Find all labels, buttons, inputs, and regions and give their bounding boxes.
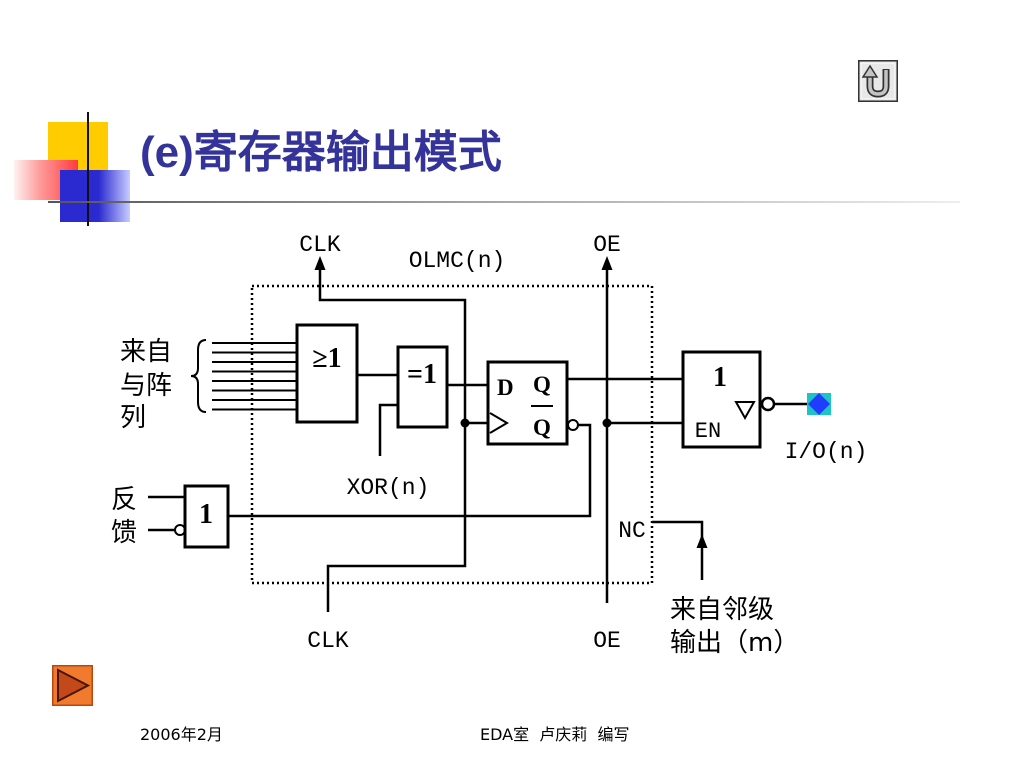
buffer-en-label: EN [695, 419, 721, 444]
clk-arrowhead [314, 256, 326, 270]
decor-vertical-rule [87, 112, 89, 226]
label-neighbor-line1: 来自邻级 [670, 595, 774, 625]
label-feedback-line1: 反 [111, 485, 137, 515]
buffer-triangle-symbol [734, 401, 756, 421]
label-and-array-line1: 来自 [120, 337, 172, 367]
title-underline-rule [48, 201, 960, 203]
next-slide-button[interactable] [52, 665, 93, 706]
ff-clock-triangle [489, 412, 509, 434]
buffer-output-bubble [760, 396, 776, 412]
xor-gate-label: =1 [407, 359, 437, 390]
olmc-boundary [250, 284, 654, 585]
label-oe-top: OE [593, 232, 621, 258]
ff-q-label: Q [533, 372, 551, 397]
label-nc: NC [618, 518, 646, 544]
return-button[interactable] [858, 60, 898, 102]
label-olmc: OLMC(n) [409, 248, 506, 274]
or-gate-label: ≥1 [312, 343, 341, 374]
decor-blue-square [60, 170, 130, 222]
play-triangle-icon [52, 665, 93, 706]
buffer-label: 1 [713, 362, 727, 393]
feedback-gate-label: 1 [199, 499, 213, 530]
tristate-buffer [681, 350, 762, 449]
slide-title-prefix: (e) [140, 128, 194, 177]
label-xor-input: XOR(n) [347, 475, 430, 501]
and-array-inputs [212, 342, 297, 411]
d-flip-flop [486, 360, 569, 446]
return-icon [858, 60, 898, 102]
or-gate [295, 323, 359, 424]
label-feedback-line2: 馈 [111, 518, 137, 548]
clk-wire [318, 266, 467, 612]
label-oe-bottom: OE [593, 628, 621, 654]
ff-qbar-label: Q [533, 415, 551, 440]
xor-gate [396, 345, 449, 429]
neighbor-input-arrowhead [696, 534, 708, 548]
qbar-inversion-bubble [567, 419, 579, 431]
oe-arrowhead [601, 256, 613, 270]
and-array-brace [190, 339, 207, 413]
label-clk-bottom: CLK [307, 628, 349, 654]
xor-control-wire [378, 403, 398, 456]
label-and-array-line2: 与阵 [120, 371, 172, 401]
footer-author: EDA室 卢庆莉 编写 [480, 725, 630, 744]
label-io-pin: I/O(n) [785, 439, 868, 465]
ff-d-label: D [497, 375, 514, 400]
slide-title-text: 寄存器输出模式 [193, 127, 502, 178]
slide-title: (e)寄存器输出模式 [140, 126, 502, 179]
qbar-feedback-wire [228, 423, 592, 518]
label-neighbor-line2: 输出（m） [670, 628, 799, 658]
clk-junction-dot [460, 418, 470, 428]
feedback-buffer-gate [183, 484, 230, 549]
footer-date: 2006年2月 [140, 725, 223, 744]
label-clk-top: CLK [299, 232, 341, 258]
label-and-array-line3: 列 [120, 403, 146, 433]
io-pin-diamond [808, 393, 830, 415]
oe-junction-dot [602, 418, 612, 428]
neighbor-input-wire [652, 520, 704, 580]
